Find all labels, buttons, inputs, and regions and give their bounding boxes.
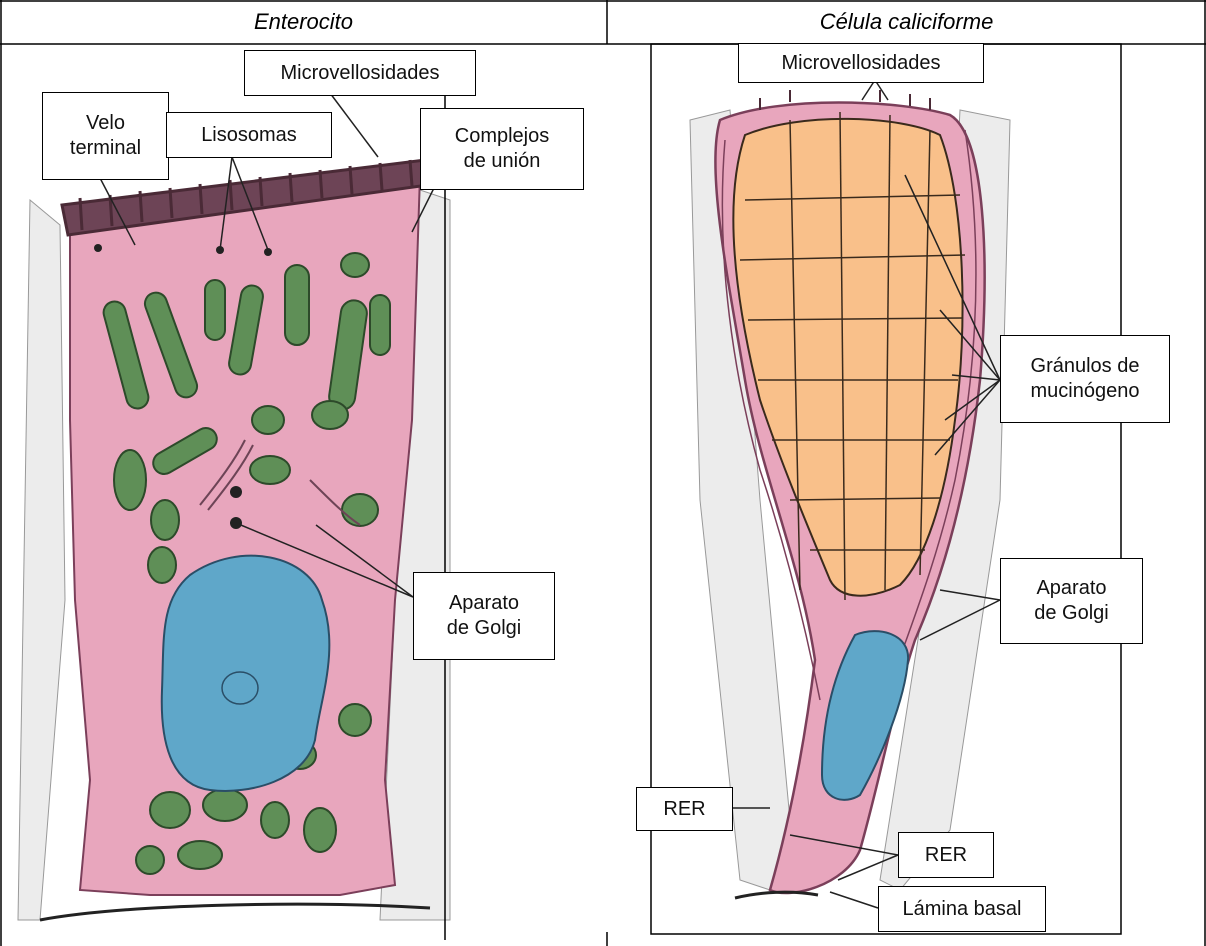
label-complejos-union: Complejos de unión bbox=[420, 108, 584, 190]
label-rer-left: RER bbox=[636, 787, 733, 831]
label-aparato-golgi-right: Aparato de Golgi bbox=[1000, 558, 1143, 644]
label-microvellosidades-right: Microvellosidades bbox=[738, 43, 984, 83]
enterocyte-illustration bbox=[18, 60, 450, 940]
label-lamina-basal: Lámina basal bbox=[878, 886, 1046, 932]
label-microvellosidades-left: Microvellosidades bbox=[244, 50, 476, 96]
header-enterocito: Enterocito bbox=[0, 0, 607, 44]
label-lisosomas: Lisosomas bbox=[166, 112, 332, 158]
label-granulos-mucinogeno: Gránulos de mucinógeno bbox=[1000, 335, 1170, 423]
label-aparato-golgi-left: Aparato de Golgi bbox=[413, 572, 555, 660]
label-velo-terminal: Velo terminal bbox=[42, 92, 169, 180]
header-celula-caliciforme: Célula caliciforme bbox=[607, 0, 1206, 44]
label-rer-right: RER bbox=[898, 832, 994, 878]
